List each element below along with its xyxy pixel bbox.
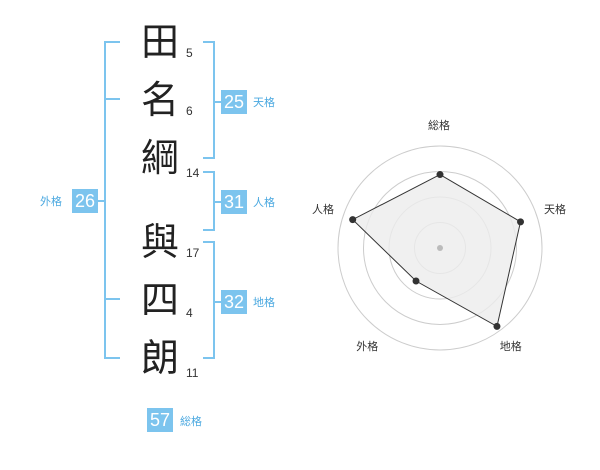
radar-value-polygon: [351, 174, 522, 328]
stroke-count-3: 14: [186, 166, 200, 180]
jinkaku-label: 人格: [253, 196, 275, 209]
gaikaku-label: 外格: [40, 195, 62, 208]
jinkaku-bracket-bottom: [203, 229, 215, 231]
gaikaku-bracket-bottom: [104, 357, 120, 359]
stroke-count-2: 6: [186, 104, 193, 118]
stroke-count-1: 5: [186, 46, 193, 60]
jinkaku-bracket-top: [203, 171, 215, 173]
radar-axis-label-2: 天格: [544, 203, 567, 217]
tenkaku-bracket-bottom: [203, 157, 215, 159]
gaikaku-bracket-top: [104, 41, 120, 43]
soukaku-label: 総格: [180, 415, 202, 428]
radar-ring-4: [337, 145, 543, 351]
gaikaku-bracket-mid2: [104, 298, 120, 300]
name-character-5: 四: [140, 278, 179, 322]
radar-point-1: [436, 171, 444, 179]
radar-axis-label-3: 地格: [499, 339, 522, 353]
stroke-count-5: 4: [186, 306, 193, 320]
stroke-count-4: 17: [186, 246, 200, 260]
name-character-2: 名: [140, 78, 179, 122]
radar-point-2: [517, 218, 525, 226]
gaikaku-connector: [98, 200, 106, 202]
gaikaku-bracket-mid1: [104, 98, 120, 100]
jinkaku-connector: [213, 201, 221, 203]
chikaku-connector: [213, 301, 221, 303]
chikaku-label: 地格: [253, 296, 275, 309]
radar-point-3: [493, 322, 501, 330]
radar-axis-label-1: 総格: [428, 119, 450, 132]
radar-axis-label-4: 外格: [356, 339, 379, 353]
stroke-count-6: 11: [186, 366, 199, 380]
soukaku-score: 57: [147, 408, 173, 432]
name-character-6: 朗: [140, 336, 179, 380]
radar-axis-label-5: 人格: [311, 203, 334, 217]
chikaku-bracket-top: [203, 241, 215, 243]
jinkaku-score: 31: [221, 190, 247, 214]
chikaku-bracket-bottom: [203, 357, 215, 359]
gaikaku-score: 26: [72, 189, 98, 213]
chikaku-score: 32: [221, 290, 247, 314]
name-character-1: 田: [140, 20, 179, 64]
radar-center-dot: [437, 245, 443, 251]
name-character-4: 與: [140, 220, 179, 264]
chikaku-bracket-vertical: [213, 241, 215, 359]
name-character-3: 綱: [140, 136, 179, 180]
tenkaku-label: 天格: [253, 96, 275, 109]
tenkaku-connector: [213, 101, 221, 103]
radar-point-5: [349, 216, 357, 224]
tenkaku-score: 25: [221, 90, 247, 114]
radar-point-4: [412, 277, 420, 285]
tenkaku-bracket-top: [203, 41, 215, 43]
tenkaku-bracket-vertical: [213, 41, 215, 159]
